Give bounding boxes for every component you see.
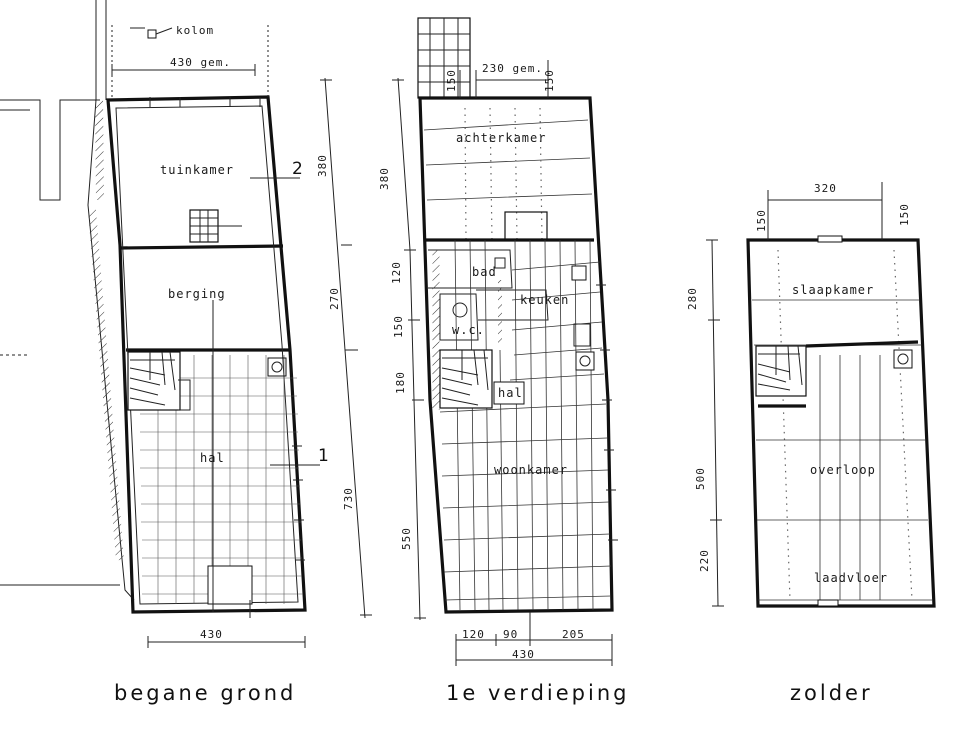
dim-bottom-205: 205 bbox=[562, 628, 585, 641]
achterkamer-beams bbox=[423, 107, 593, 241]
title-1e-verdieping: 1e verdieping bbox=[446, 681, 629, 705]
dim-top: 430 gem. bbox=[170, 56, 231, 69]
dim-side-380: 380 bbox=[316, 154, 329, 177]
dim-bottom-120: 120 bbox=[462, 628, 485, 641]
dim-top-320: 320 bbox=[814, 182, 837, 195]
dim-top-left-150: 150 bbox=[445, 69, 458, 92]
room-slaapkamer: slaapkamer bbox=[792, 283, 874, 297]
room-woonkamer: woonkamer bbox=[494, 463, 568, 477]
room-laadvloer: laadvloer bbox=[814, 571, 888, 585]
stair-tuinkamer bbox=[189, 209, 242, 243]
annotation-kolom: kolom bbox=[176, 24, 214, 37]
dim-side-380-1e: 380 bbox=[378, 167, 391, 190]
marker-2: 2 bbox=[292, 159, 303, 179]
dim-side-150-1e: 150 bbox=[392, 315, 405, 338]
woonkamer-beams bbox=[439, 239, 612, 611]
dim-side-730: 730 bbox=[342, 487, 355, 510]
stair-zolder bbox=[755, 345, 807, 397]
title-zolder: zolder bbox=[790, 681, 873, 705]
title-begane-grond: begane grond bbox=[114, 681, 296, 705]
dim-side-220-z: 220 bbox=[698, 549, 711, 572]
room-tuinkamer: tuinkamer bbox=[160, 163, 234, 177]
dim-side-280-z: 280 bbox=[686, 287, 699, 310]
dim-side-180-1e: 180 bbox=[394, 371, 407, 394]
dim-top-230: 230 gem. bbox=[482, 62, 543, 75]
dim-side-500-z: 500 bbox=[694, 467, 707, 490]
dim-top-right-150: 150 bbox=[543, 69, 556, 92]
room-achterkamer: achterkamer bbox=[456, 131, 546, 145]
dim-side-550-1e: 550 bbox=[400, 527, 413, 550]
room-hal-1e: hal bbox=[498, 386, 523, 400]
hal-tile-grid bbox=[140, 355, 303, 604]
room-overloop: overloop bbox=[810, 463, 876, 477]
dim-side-120-1e: 120 bbox=[390, 261, 403, 284]
dim-side-270: 270 bbox=[328, 287, 341, 310]
room-keuken: keuken bbox=[520, 293, 569, 307]
room-hal: hal bbox=[200, 451, 225, 465]
dim-bottom-430: 430 bbox=[512, 648, 535, 661]
dim-bottom-90: 90 bbox=[503, 628, 518, 641]
zolder-rafters bbox=[752, 249, 932, 601]
room-wc: w.c. bbox=[452, 323, 485, 337]
dim-top-left-150-z: 150 bbox=[755, 209, 768, 232]
stair-ground bbox=[127, 351, 191, 411]
dim-bottom: 430 bbox=[200, 628, 223, 641]
room-bad: bad bbox=[472, 265, 497, 279]
stair-1e bbox=[439, 349, 525, 409]
marker-1: 1 bbox=[318, 446, 329, 466]
plan-zolder: 320 150 150 slaapkamer overloop laadvloe… bbox=[686, 182, 936, 705]
plan-1e-verdieping: 230 gem. 150 150 achterkamer bad keuken … bbox=[378, 17, 629, 705]
plan-begane-grond: kolom 430 gem. tuinkamer berging hal 2 1… bbox=[0, 0, 372, 705]
dim-top-right-150-z: 150 bbox=[898, 203, 911, 226]
room-berging: berging bbox=[168, 287, 226, 301]
